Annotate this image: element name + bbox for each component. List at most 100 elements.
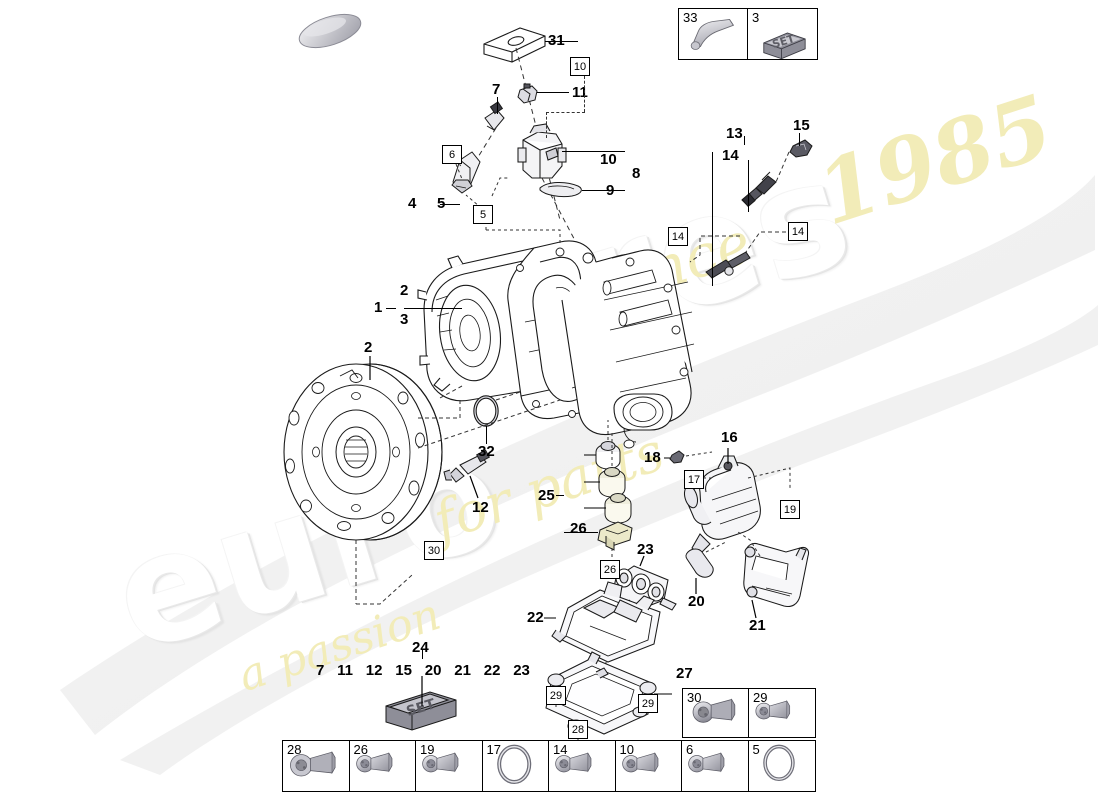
transmission-housing — [417, 240, 695, 449]
callout-13: 13 — [726, 125, 743, 142]
leader-25 — [556, 495, 564, 497]
callout-1: 1 — [374, 299, 383, 316]
leader-15 — [799, 133, 801, 146]
boxed-ref-10-leader-v — [584, 76, 585, 112]
leader-13-stem — [744, 136, 746, 145]
boxed-ref-26: 26 — [600, 560, 620, 579]
legend-cell-26[interactable]: 26 — [350, 741, 416, 791]
legend-label-19: 19 — [420, 742, 435, 757]
legend-label-33: 33 — [683, 10, 698, 25]
part-14-rod-lower — [705, 251, 751, 279]
callout-32: 32 — [478, 443, 495, 460]
set-member-11: 11 — [337, 662, 353, 679]
boxed-ref-10-leader-h — [546, 112, 585, 113]
callout-5: 5 — [437, 196, 445, 211]
callout-26: 26 — [570, 520, 587, 537]
set-member-20: 20 — [424, 662, 442, 679]
boxed-ref-29-right: 29 — [638, 694, 658, 713]
callout-3: 3 — [400, 311, 409, 328]
set-member-12: 12 — [365, 662, 383, 679]
leader-31 — [545, 41, 578, 43]
boxed-ref-5: 5 — [473, 205, 493, 224]
legend-label-6: 6 — [686, 742, 694, 757]
callout-2-top: 2 — [400, 282, 409, 299]
boxed-ref-14-right: 14 — [788, 222, 808, 241]
legend-cell-5[interactable]: 5 — [749, 741, 816, 791]
boxed-ref-30: 30 — [424, 541, 444, 560]
boxed-ref-10-upper: 10 — [570, 57, 590, 76]
callout-16: 16 — [721, 429, 738, 446]
part-23-valve-rail — [611, 565, 677, 611]
callout-18: 18 — [644, 449, 661, 466]
callout-31: 31 — [548, 32, 565, 49]
part-20-pin — [685, 548, 714, 578]
boxed-ref-28: 28 — [568, 720, 588, 739]
legend-cell-14[interactable]: 14 — [549, 741, 616, 791]
callout-8: 8 — [632, 165, 641, 182]
boxed-ref-29-left: 29 — [546, 686, 566, 705]
callout-25: 25 — [538, 487, 555, 504]
boxed-ref-17: 17 — [684, 470, 704, 489]
callout-23: 23 — [637, 541, 654, 558]
part-7-sensor — [484, 101, 505, 131]
part-22-cover — [551, 581, 661, 663]
callout-22: 22 — [527, 609, 544, 626]
legend-cell-30[interactable]: 30 — [683, 689, 749, 737]
legend-cell-3[interactable]: 3 SET — [748, 9, 817, 60]
part-9-seal — [539, 182, 582, 198]
leader-4-5 — [440, 204, 460, 206]
legend-cell-28[interactable]: 28 — [283, 741, 350, 791]
callout-10: 10 — [600, 151, 617, 168]
callout-7: 7 — [492, 81, 501, 98]
svg-text:SET: SET — [771, 32, 797, 51]
part-18-bolt — [669, 450, 685, 464]
leader-9 — [582, 190, 625, 192]
legend-cell-33[interactable]: 33 — [679, 9, 748, 59]
part-2-torque-converter — [283, 363, 443, 541]
leader-32 — [486, 426, 488, 444]
legend-label-28: 28 — [287, 742, 302, 757]
leader-1 — [386, 308, 396, 310]
legend-label-30: 30 — [687, 690, 702, 705]
leader-14a — [712, 152, 714, 286]
leader-26 — [564, 532, 598, 534]
legend-cell-17[interactable]: 17 — [483, 741, 549, 791]
part-26-bracket — [597, 521, 633, 551]
set-member-22: 22 — [483, 662, 501, 679]
callout-4: 4 — [408, 195, 417, 212]
boxed-ref-10-leader-v2 — [546, 112, 547, 138]
logo-blob — [298, 13, 362, 49]
set-box-24 — [385, 691, 457, 731]
boxed-ref-19: 19 — [780, 500, 800, 519]
legend-label-29: 29 — [753, 690, 768, 705]
legend-cell-29[interactable]: 29 — [749, 689, 815, 737]
callout-21: 21 — [749, 617, 766, 634]
legend-cell-6[interactable]: 6 — [682, 741, 749, 791]
leader-10 — [562, 151, 625, 153]
part-31-plate — [483, 27, 546, 63]
set-group-header: 24 — [412, 639, 429, 656]
boxed-ref-6: 6 — [442, 145, 462, 164]
top-legend: 33 3 SET — [678, 8, 818, 60]
bottom-legend: 28 26 19 17 14 — [282, 740, 816, 792]
leader-14b — [748, 160, 750, 212]
callout-27: 27 — [676, 665, 693, 682]
set-member-21: 21 — [454, 662, 471, 679]
callout-14-top: 14 — [722, 147, 739, 164]
legend-label-17: 17 — [486, 742, 501, 757]
part-10-valve-block — [517, 123, 567, 179]
set-member-7: 7 — [316, 662, 325, 679]
upper-right-legend: 30 29 — [682, 688, 816, 738]
callout-11: 11 — [572, 84, 588, 101]
boxed-ref-14-left: 14 — [668, 227, 688, 246]
legend-label-10: 10 — [619, 742, 634, 757]
part-12-sensor — [443, 449, 490, 483]
legend-cell-19[interactable]: 19 — [416, 741, 483, 791]
legend-cell-10[interactable]: 10 — [616, 741, 682, 791]
callout-15: 15 — [793, 117, 810, 134]
set-member-15: 15 — [395, 662, 412, 679]
part-11-clip — [517, 83, 538, 104]
legend-label-5: 5 — [752, 742, 760, 757]
